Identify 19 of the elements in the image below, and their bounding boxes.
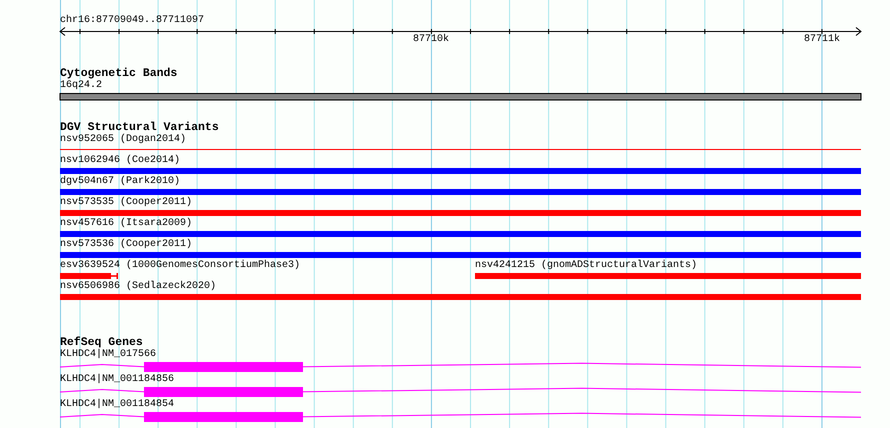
tick-label: 87710k [413,34,450,46]
band-label: 16q24.2 [60,80,102,92]
feature-label: esv3639524 (1000GenomesConsortiumPhase3) [60,260,300,272]
track-title: DGV Structural Variants [60,121,219,134]
feature-label: nsv952065 (Dogan2014) [60,134,186,146]
feature-label: nsv573536 (Cooper2011) [60,239,192,251]
feature-label: dgv504n67 (Park2010) [60,176,180,188]
feature-label: nsv573535 (Cooper2011) [60,197,192,209]
gene-label: KLHDC4|NM_017566 [60,349,156,361]
track-title: Cytogenetic Bands [60,67,178,80]
feature-label: nsv1062946 (Coe2014) [60,155,180,167]
track-title: RefSeq Genes [60,336,143,349]
gene-label: KLHDC4|NM_001184856 [60,374,174,386]
feature-label: nsv6506986 (Sedlazeck2020) [60,281,216,293]
gene-label: KLHDC4|NM_001184854 [60,399,174,411]
tick-label: 87711k [804,34,840,46]
feature-label: nsv457616 (Itsara2009) [60,218,192,230]
coordinate-range: chr16:87709049..87711097 [60,15,204,27]
feature-label: nsv4241215 (gnomADStructuralVariants) [475,260,698,272]
